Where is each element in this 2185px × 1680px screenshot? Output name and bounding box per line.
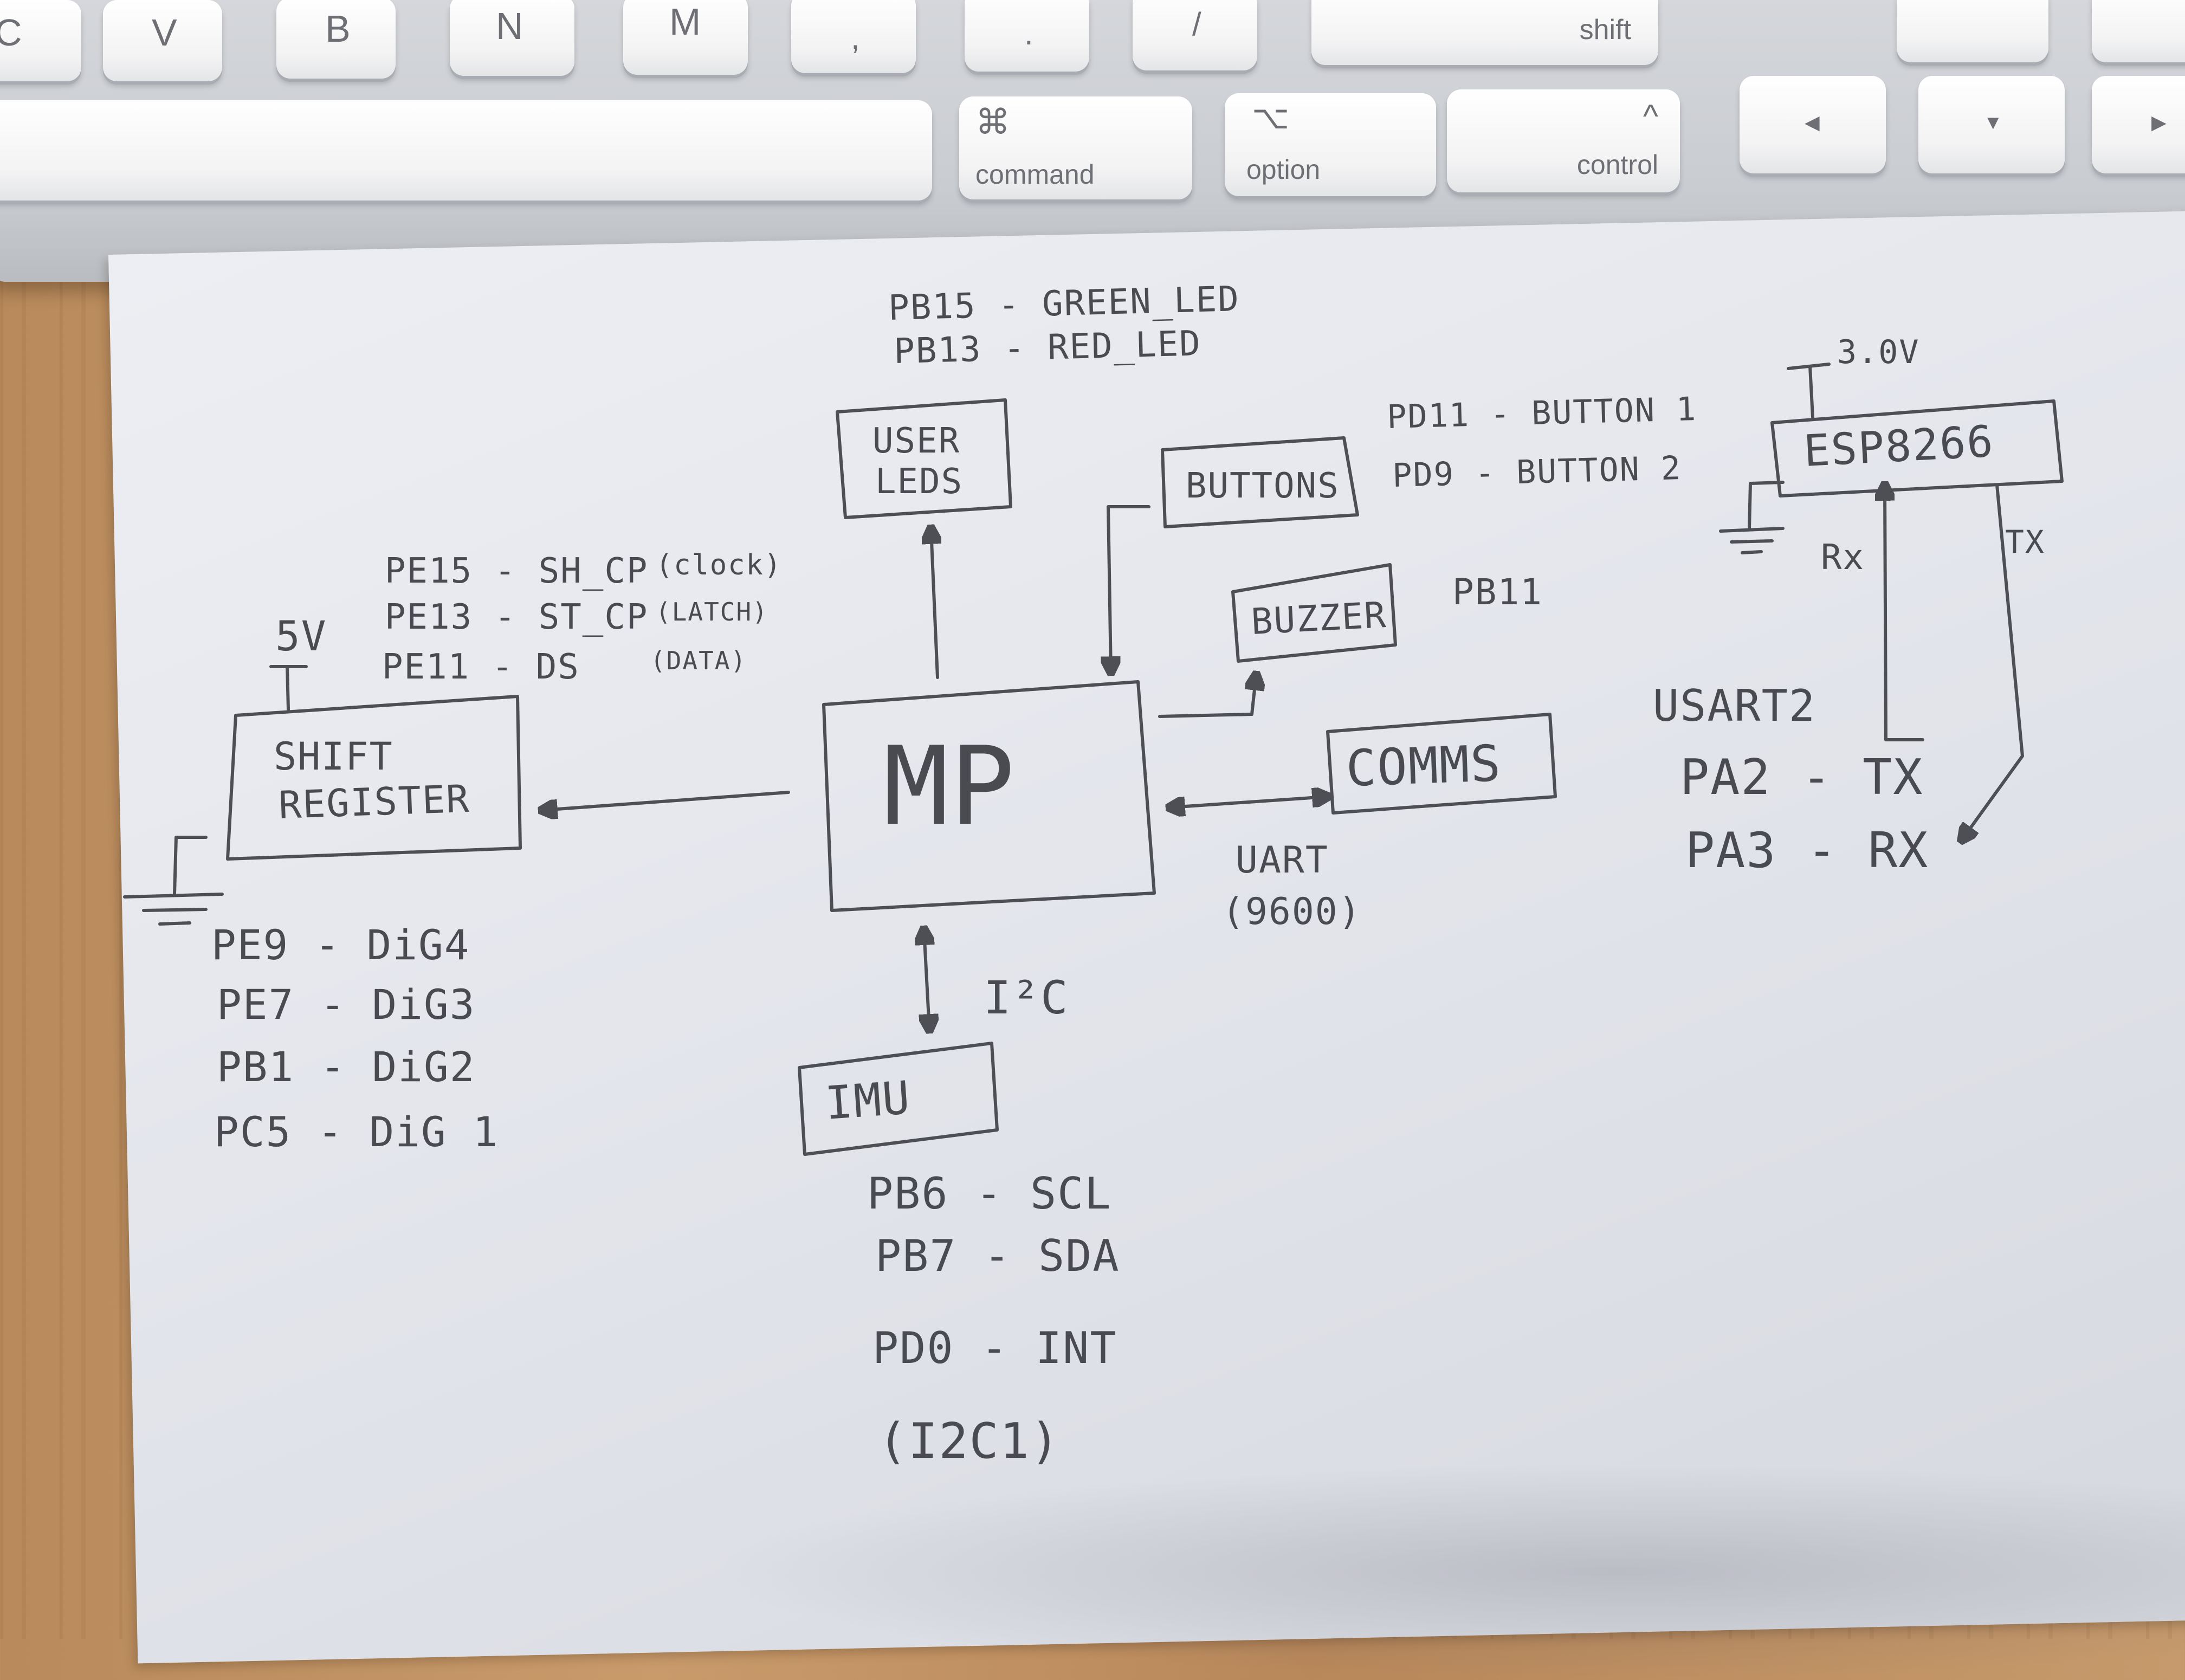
user-leds-pin-green: PB15 - GREEN_LED: [888, 279, 1240, 328]
key-m-label: M: [669, 1, 701, 43]
arrow-right-icon: ▶: [2151, 111, 2167, 133]
mp-comms-link: [1169, 797, 1328, 807]
key-control-label: control: [1576, 150, 1658, 180]
arrow-left-icon: ◀: [1805, 111, 1820, 133]
key-b-label: B: [325, 8, 351, 50]
user-leds-pin-red: PB13 - RED_LED: [893, 324, 1201, 372]
buttons-block: BUTTONS PD11 - BUTTON 1 PD9 - BUTTON 2: [1161, 390, 1697, 528]
user-leds-line2: LEDS: [875, 462, 963, 502]
shift-register-note-clock: (clock): [656, 549, 782, 581]
esp8266-rx-line: [1885, 485, 1924, 741]
imu-pin-int: PD0 - INT: [872, 1323, 1117, 1373]
key-space[interactable]: [0, 100, 932, 201]
comms-baud-label: (9600): [1222, 890, 1362, 933]
usart-pin-tx: PA2 - TX: [1680, 749, 1923, 806]
mp-to-buzzer-arrow: [1158, 675, 1256, 718]
shift-register-supply-tee: [269, 665, 308, 712]
key-arrow-down[interactable]: ▼: [1918, 76, 2065, 173]
esp8266-block: ESP8266 3.0V Rx TX USART2 PA2 - TX PA3 -…: [1653, 333, 2064, 879]
esp8266-supply-tee: [1787, 363, 1831, 419]
buzzer-pin: PB11: [1452, 571, 1543, 613]
imu-block: IMU I²C PB6 - SCL PB7 - SDA PD0 - INT (I…: [798, 971, 1120, 1470]
key-shift[interactable]: shift: [1311, 0, 1658, 65]
key-right-blank[interactable]: [1897, 0, 2048, 62]
key-slash-label: /: [1192, 6, 1201, 42]
esp8266-rx-label: Rx: [1821, 538, 1865, 578]
buzzer-block: BUZZER PB11: [1231, 563, 1543, 663]
key-c-label: C: [0, 11, 22, 54]
key-c[interactable]: C: [0, 0, 81, 81]
option-symbol-icon: ⌥: [1252, 99, 1290, 135]
shift-register-note-data: (DATA): [650, 646, 747, 675]
key-command-label: command: [975, 159, 1095, 190]
imu-pin-scl: PB6 - SCL: [867, 1168, 1111, 1219]
shift-register-note-latch: (LATCH): [656, 597, 768, 626]
keyboard: C V B N M , . / shift ⌘ command ⌥ option…: [0, 0, 2185, 282]
imu-bus-label: I²C: [984, 971, 1069, 1024]
shift-register-supply: 5V: [275, 612, 327, 660]
key-option-label: option: [1246, 154, 1321, 185]
key-m[interactable]: M: [623, 0, 748, 75]
key-right-blank-2[interactable]: [2092, 0, 2185, 62]
key-period-label: .: [1024, 15, 1033, 51]
key-shift-label: shift: [1579, 14, 1631, 46]
comms-label: COMMS: [1345, 734, 1503, 798]
key-slash[interactable]: /: [1133, 0, 1257, 70]
arrow-down-icon: ▼: [1983, 111, 2003, 133]
key-arrow-left[interactable]: ◀: [1740, 76, 1886, 173]
control-symbol-icon: ^: [1643, 98, 1658, 134]
key-comma[interactable]: ,: [791, 0, 916, 73]
imu-label: IMU: [824, 1071, 913, 1130]
esp8266-supply: 3.0V: [1837, 333, 1920, 371]
usart-pin-rx: PA3 - RX: [1685, 822, 1929, 879]
command-symbol-icon: ⌘: [975, 102, 1010, 141]
mp-to-leds-arrow: [931, 528, 938, 679]
key-v[interactable]: V: [103, 0, 222, 81]
shift-register-ground-symbol: [123, 836, 224, 926]
key-control[interactable]: ^ control: [1447, 89, 1680, 192]
mp-imu-link: [924, 929, 929, 1030]
shift-register-pin-clock: PE15 - SH_CP: [385, 551, 648, 591]
digit-line-3: PE7 - DiG3: [217, 980, 476, 1029]
key-v-label: V: [152, 11, 177, 54]
mp-to-shift-register-arrow: [542, 791, 790, 810]
esp8266-label: ESP8266: [1802, 416, 1995, 476]
key-arrow-right[interactable]: ▶: [2092, 76, 2185, 173]
usart-label: USART2: [1653, 681, 1816, 731]
buzzer-label: BUZZER: [1250, 594, 1388, 643]
key-option[interactable]: ⌥ option: [1225, 93, 1436, 196]
key-n-label: N: [496, 5, 523, 47]
mp-label: MP: [883, 723, 1016, 850]
shift-register-line1: SHIFT: [274, 734, 393, 779]
imu-pin-sda: PB7 - SDA: [875, 1231, 1120, 1281]
digit-line-2: PB1 - DiG2: [217, 1043, 476, 1091]
digit-line-4: PE9 - DiG4: [211, 921, 470, 969]
shift-register-pin-latch: PE13 - ST_CP: [385, 597, 648, 637]
buttons-pin-2: PD9 - BUTTON 2: [1392, 449, 1682, 495]
buttons-label: BUTTONS: [1186, 466, 1340, 506]
key-b[interactable]: B: [276, 0, 396, 79]
user-leds-line1: USER: [872, 421, 960, 461]
digit-line-1: PC5 - DiG 1: [214, 1108, 499, 1156]
comms-uart-label: UART: [1236, 839, 1329, 882]
comms-block: COMMS UART (9600): [1222, 713, 1557, 933]
key-comma-label: ,: [851, 20, 860, 56]
key-period[interactable]: .: [965, 0, 1089, 72]
esp8266-tx-label: TX: [2005, 524, 2045, 560]
buttons-to-mp-arrow: [1108, 505, 1150, 672]
shift-register-block: SHIFT REGISTER 5V PE15 - SH_CP (clock) P…: [123, 549, 782, 1156]
buttons-pin-1: PD11 - BUTTON 1: [1387, 390, 1697, 436]
esp8266-tx-line: [1962, 483, 2024, 840]
user-leds-block: USER LEDS PB15 - GREEN_LED PB13 - RED_LE…: [836, 279, 1240, 519]
imu-bus-name: (I2C1): [878, 1413, 1061, 1470]
esp8266-ground-symbol: [1719, 481, 1785, 554]
key-command[interactable]: ⌘ command: [959, 96, 1192, 199]
block-diagram: MP USER LEDS PB15 - GREEN_LED PB13 - RED…: [123, 279, 2064, 1470]
shift-register-pin-data: PE11 - DS: [382, 647, 580, 687]
mp-block: MP: [822, 680, 1156, 912]
shift-register-line2: REGISTER: [278, 777, 471, 828]
key-n[interactable]: N: [450, 0, 574, 76]
